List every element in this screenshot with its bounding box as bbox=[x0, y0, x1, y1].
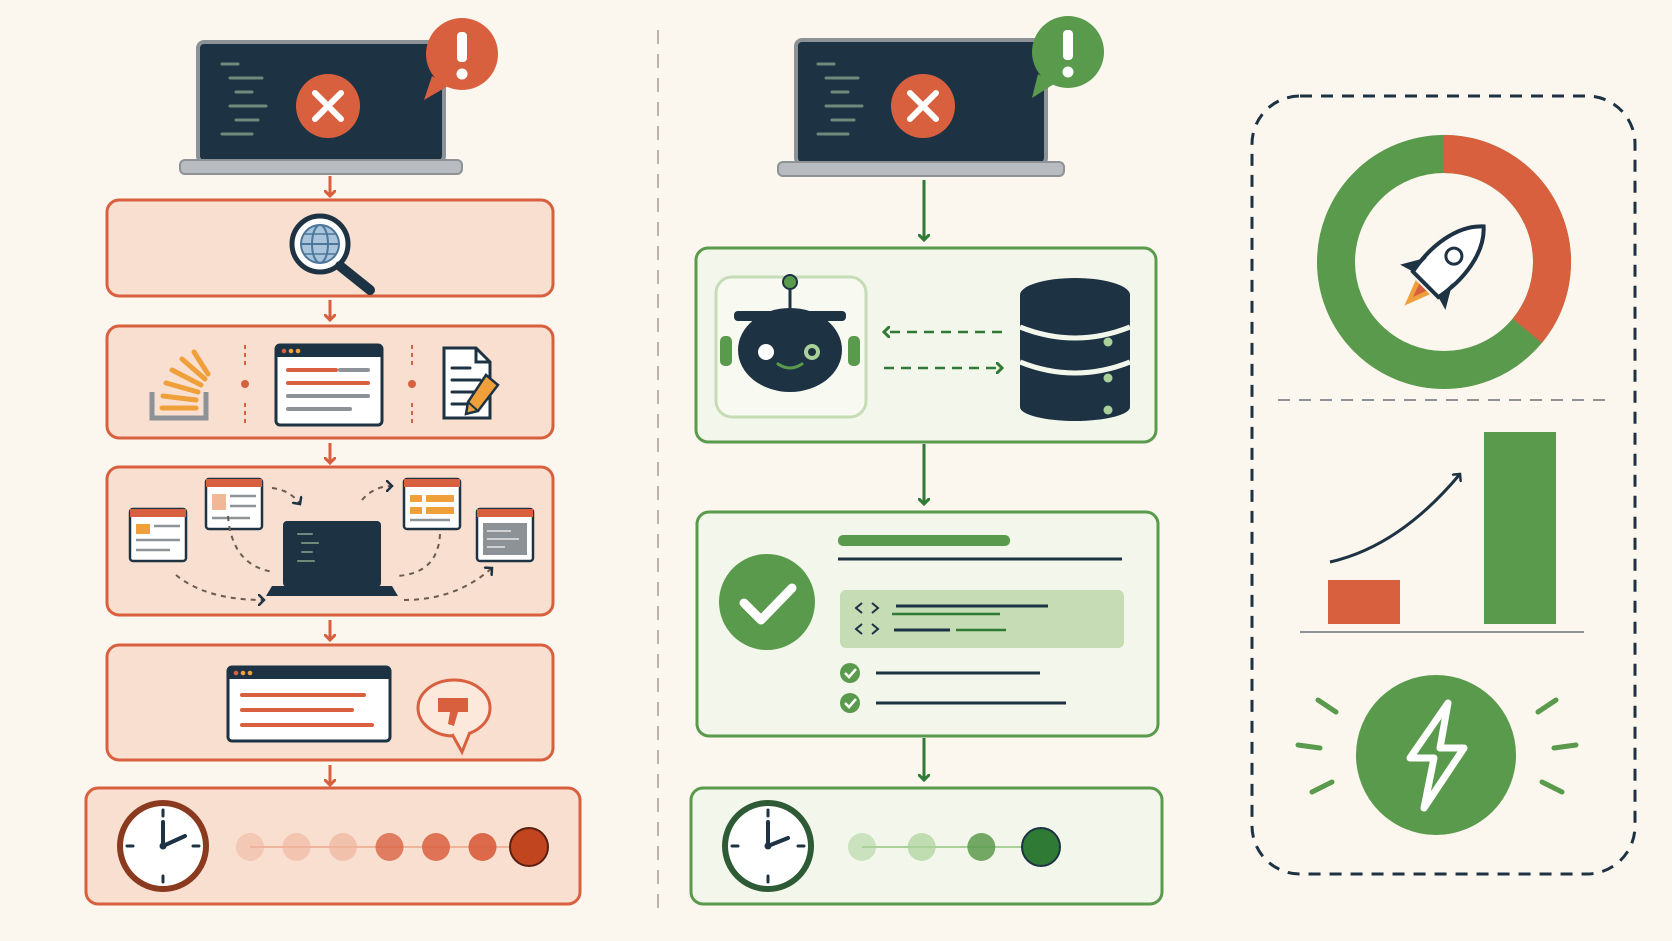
close-icon bbox=[891, 74, 955, 138]
exclamation-icon bbox=[424, 18, 498, 100]
magnifier-globe-icon bbox=[289, 213, 375, 295]
small-window-3 bbox=[402, 477, 462, 531]
small-window-4 bbox=[475, 507, 535, 563]
progress-dot bbox=[422, 833, 450, 861]
stack-overflow-icon bbox=[149, 349, 211, 421]
thumbs-down-icon bbox=[416, 678, 492, 756]
checklist bbox=[840, 663, 1066, 713]
middle-laptop bbox=[777, 16, 1104, 177]
benefits-panel bbox=[1250, 94, 1637, 876]
close-icon bbox=[296, 74, 360, 138]
step-context-switching bbox=[105, 465, 555, 617]
docs-window bbox=[274, 343, 384, 427]
lightning-speed bbox=[1295, 675, 1579, 835]
clock-icon bbox=[722, 800, 814, 892]
progress-dot bbox=[907, 833, 936, 861]
trend-arrow-icon bbox=[1329, 474, 1460, 564]
robot-icon bbox=[714, 274, 868, 419]
left-progress-dots bbox=[236, 827, 549, 867]
progress-dot bbox=[848, 833, 876, 861]
step-ai-assistant bbox=[694, 246, 1158, 444]
step-web-search bbox=[105, 198, 555, 298]
result-window bbox=[226, 665, 392, 743]
rocket-donut bbox=[1317, 135, 1571, 389]
progress-dot bbox=[468, 833, 497, 861]
code-snippet bbox=[840, 590, 1124, 648]
document-pencil-icon bbox=[442, 346, 500, 420]
checkmark-icon bbox=[719, 554, 815, 650]
progress-dot-current bbox=[1021, 827, 1061, 867]
growth-bar-chart bbox=[1300, 432, 1584, 633]
progress-dot bbox=[236, 833, 264, 861]
progress-dot-current bbox=[509, 827, 549, 867]
progress-dot bbox=[329, 833, 357, 861]
step-short-wait bbox=[689, 786, 1164, 906]
step-long-wait bbox=[84, 786, 582, 906]
lightning-icon bbox=[1406, 699, 1468, 812]
small-window-1 bbox=[128, 507, 188, 563]
step-verified-fix bbox=[695, 510, 1160, 738]
progress-dot bbox=[375, 833, 404, 861]
left-laptop bbox=[179, 18, 498, 175]
clock-icon bbox=[117, 800, 209, 892]
small-window-2 bbox=[204, 477, 264, 531]
center-laptop bbox=[266, 521, 398, 596]
step-unhelpful-result bbox=[105, 643, 555, 762]
progress-dot bbox=[967, 833, 996, 861]
middle-progress-dots bbox=[848, 827, 1061, 867]
exclamation-icon bbox=[1032, 16, 1104, 98]
code-icon bbox=[854, 602, 880, 635]
step-search-resources bbox=[105, 324, 555, 440]
database-icon bbox=[1019, 278, 1131, 421]
rocket-icon bbox=[1400, 224, 1486, 310]
middle-flow bbox=[689, 16, 1164, 906]
left-flow bbox=[84, 18, 582, 906]
progress-dot bbox=[282, 833, 311, 861]
